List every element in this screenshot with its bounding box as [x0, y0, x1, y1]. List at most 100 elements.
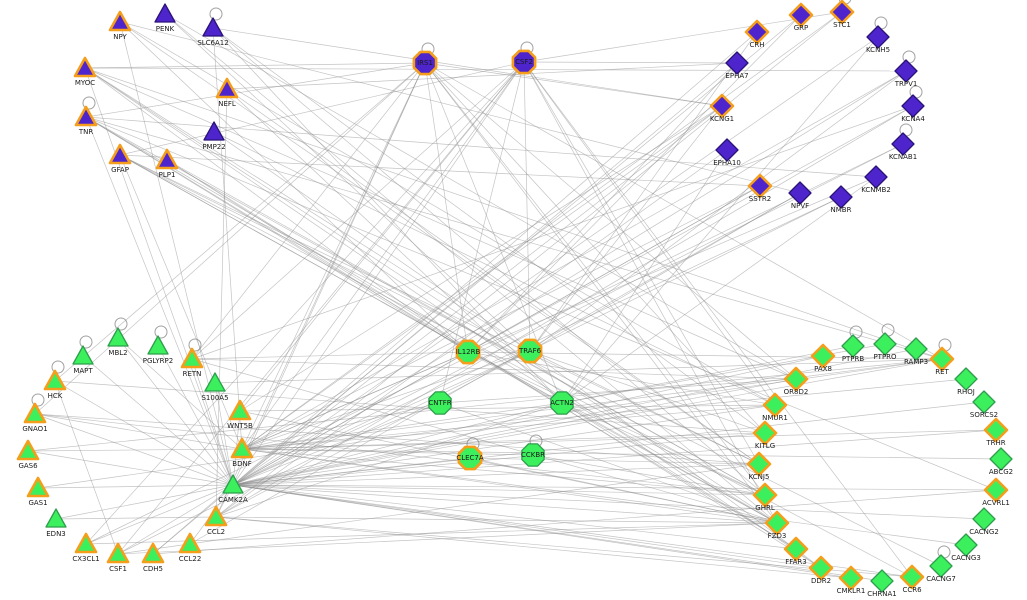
node-shape-triangle[interactable]	[74, 105, 98, 127]
node-shape-triangle[interactable]	[16, 439, 40, 461]
node-shape-diamond[interactable]	[746, 451, 772, 477]
node-IL12RB[interactable]: IL12RB	[455, 339, 481, 365]
node-GFAP[interactable]: GFAP	[108, 143, 132, 174]
node-shape-diamond[interactable]	[989, 447, 1013, 471]
node-shape-triangle[interactable]	[108, 10, 132, 32]
node-shape-diamond[interactable]	[972, 507, 996, 531]
node-EDN3[interactable]: EDN3	[45, 508, 67, 538]
node-KCNMB2[interactable]: KCNMB2	[861, 165, 891, 194]
node-shape-triangle[interactable]	[155, 148, 179, 170]
node-NPY[interactable]: NPY	[108, 10, 132, 41]
node-CSF2[interactable]: CSF2	[511, 49, 537, 75]
node-shape-diamond[interactable]	[744, 19, 770, 45]
node-shape-triangle[interactable]	[202, 17, 224, 37]
node-DDR2[interactable]: DDR2	[808, 555, 834, 585]
node-shape-diamond[interactable]	[810, 343, 836, 369]
node-shape-diamond[interactable]	[788, 181, 812, 205]
node-CCL22[interactable]: CCL22	[178, 532, 202, 563]
node-shape-diamond[interactable]	[725, 51, 749, 75]
node-shape-diamond[interactable]	[873, 332, 897, 356]
node-shape-diamond[interactable]	[838, 565, 864, 591]
node-shape-triangle[interactable]	[26, 476, 50, 498]
node-PTPRB[interactable]: PTPRB	[841, 334, 865, 363]
node-NMBR[interactable]: NMBR	[829, 185, 853, 214]
node-shape-triangle[interactable]	[45, 508, 67, 528]
node-shape-triangle[interactable]	[72, 345, 94, 365]
node-shape-diamond[interactable]	[983, 477, 1009, 503]
node-KCNG1[interactable]: KCNG1	[709, 93, 735, 123]
node-shape-triangle[interactable]	[43, 369, 67, 391]
node-shape-triangle[interactable]	[23, 402, 47, 424]
node-ACTN2[interactable]: ACTN2	[550, 391, 574, 415]
node-shape-octagon[interactable]	[457, 445, 483, 471]
node-shape-triangle[interactable]	[228, 399, 252, 421]
node-shape-diamond[interactable]	[929, 346, 955, 372]
node-SORCS2[interactable]: SORCS2	[970, 390, 998, 419]
node-shape-diamond[interactable]	[904, 337, 928, 361]
node-shape-diamond[interactable]	[929, 554, 953, 578]
node-shape-triangle[interactable]	[204, 372, 226, 392]
node-shape-triangle[interactable]	[141, 542, 165, 564]
node-shape-octagon[interactable]	[455, 339, 481, 365]
node-KCNA4[interactable]: KCNA4	[901, 94, 925, 123]
node-shape-diamond[interactable]	[752, 482, 778, 508]
node-shape-triangle[interactable]	[73, 56, 97, 78]
node-shape-diamond[interactable]	[841, 334, 865, 358]
node-CACNG3[interactable]: CACNG3	[951, 533, 981, 562]
node-shape-diamond[interactable]	[747, 173, 773, 199]
node-shape-diamond[interactable]	[901, 94, 925, 118]
node-shape-diamond[interactable]	[891, 132, 915, 156]
node-shape-triangle[interactable]	[178, 532, 202, 554]
node-shape-diamond[interactable]	[762, 392, 788, 418]
node-GAS1[interactable]: GAS1	[26, 476, 50, 507]
node-KCNAB1[interactable]: KCNAB1	[889, 132, 917, 161]
node-shape-octagon[interactable]	[517, 338, 543, 364]
node-RHOJ[interactable]: RHOJ	[954, 367, 978, 396]
node-EPHA10[interactable]: EPHA10	[713, 138, 741, 167]
node-IRS1[interactable]: IRS1	[412, 50, 438, 76]
node-PENK[interactable]: PENK	[154, 3, 176, 33]
node-shape-triangle[interactable]	[204, 505, 228, 527]
node-shape-triangle[interactable]	[106, 542, 130, 564]
node-shape-octagon[interactable]	[511, 49, 537, 75]
node-CACNG7[interactable]: CACNG7	[926, 554, 956, 583]
node-shape-diamond[interactable]	[972, 390, 996, 414]
node-TNR[interactable]: TNR	[74, 105, 98, 136]
node-shape-diamond[interactable]	[715, 138, 739, 162]
node-shape-diamond[interactable]	[829, 185, 853, 209]
node-STC1[interactable]: STC1	[829, 0, 855, 29]
node-NPVF[interactable]: NPVF	[788, 181, 812, 210]
node-shape-diamond[interactable]	[954, 533, 978, 557]
node-FFAR3[interactable]: FFAR3	[783, 536, 809, 566]
node-MBL2[interactable]: MBL2	[107, 327, 129, 357]
node-shape-octagon[interactable]	[428, 391, 452, 415]
node-TRHR[interactable]: TRHR	[983, 417, 1009, 447]
node-SSTR2[interactable]: SSTR2	[747, 173, 773, 203]
node-TRAF6[interactable]: TRAF6	[517, 338, 543, 364]
node-CCR6[interactable]: CCR6	[899, 564, 925, 594]
node-shape-triangle[interactable]	[154, 3, 176, 23]
node-shape-diamond[interactable]	[866, 25, 890, 49]
node-CACNG2[interactable]: CACNG2	[969, 507, 999, 536]
node-shape-triangle[interactable]	[107, 327, 129, 347]
node-GNAO1[interactable]: GNAO1	[22, 402, 48, 433]
node-PGLYRP2[interactable]: PGLYRP2	[143, 335, 173, 365]
node-shape-diamond[interactable]	[864, 165, 888, 189]
node-KCNH5[interactable]: KCNH5	[866, 25, 890, 54]
node-shape-diamond[interactable]	[783, 366, 809, 392]
node-ACVRL1[interactable]: ACVRL1	[982, 477, 1010, 507]
node-CX3CL1[interactable]: CX3CL1	[72, 532, 100, 563]
node-CNTFR[interactable]: CNTFR	[428, 391, 452, 415]
node-GAS6[interactable]: GAS6	[16, 439, 40, 470]
node-shape-diamond[interactable]	[870, 569, 894, 593]
node-shape-diamond[interactable]	[983, 417, 1009, 443]
node-CSF1[interactable]: CSF1	[106, 542, 130, 573]
node-shape-diamond[interactable]	[709, 93, 735, 119]
node-RET[interactable]: RET	[929, 346, 955, 376]
node-shape-triangle[interactable]	[215, 77, 239, 99]
node-shape-diamond[interactable]	[808, 555, 834, 581]
node-RETN[interactable]: RETN	[180, 347, 204, 378]
node-shape-triangle[interactable]	[230, 437, 254, 459]
